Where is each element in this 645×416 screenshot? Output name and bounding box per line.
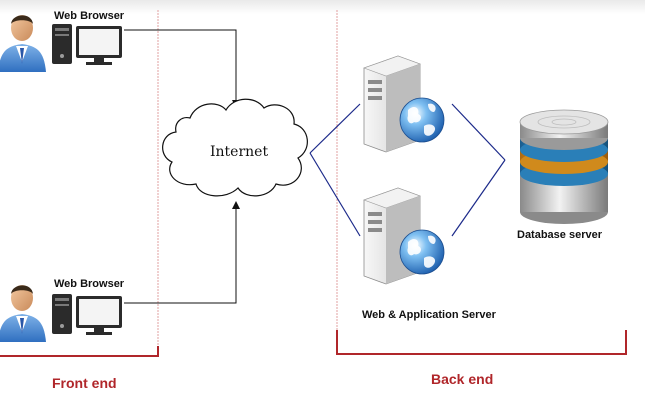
top-browser-label: Web Browser [54, 10, 125, 22]
front-end-bracket [0, 346, 159, 357]
database-label: Database server [517, 229, 603, 241]
back-end-bracket [336, 330, 627, 355]
top-shade [0, 0, 645, 14]
database-cylinder-icon [519, 109, 609, 224]
front-end-label: Front end [52, 375, 117, 391]
internet-to-server-top [309, 103, 361, 154]
bottom-arrowhead [232, 201, 240, 209]
internet-label: Internet [210, 144, 269, 160]
user-icon [0, 15, 46, 72]
desktop-computer-icon [52, 24, 122, 65]
user-icon [0, 285, 46, 342]
internet-to-server-bottom [309, 152, 361, 237]
back-end-label: Back end [431, 371, 494, 387]
server-globe-icon [363, 55, 445, 153]
server-globe-icon [363, 187, 445, 285]
server-top-to-db [451, 103, 506, 161]
app-server-label: Web & Application Server [362, 309, 496, 321]
bottom-browser-label: Web Browser [54, 278, 125, 290]
bottom-browser-connector [124, 203, 237, 304]
top-browser-connector [124, 29, 237, 106]
desktop-computer-icon [52, 294, 122, 335]
server-bottom-to-db [451, 159, 506, 237]
cloud-icon [162, 98, 308, 197]
